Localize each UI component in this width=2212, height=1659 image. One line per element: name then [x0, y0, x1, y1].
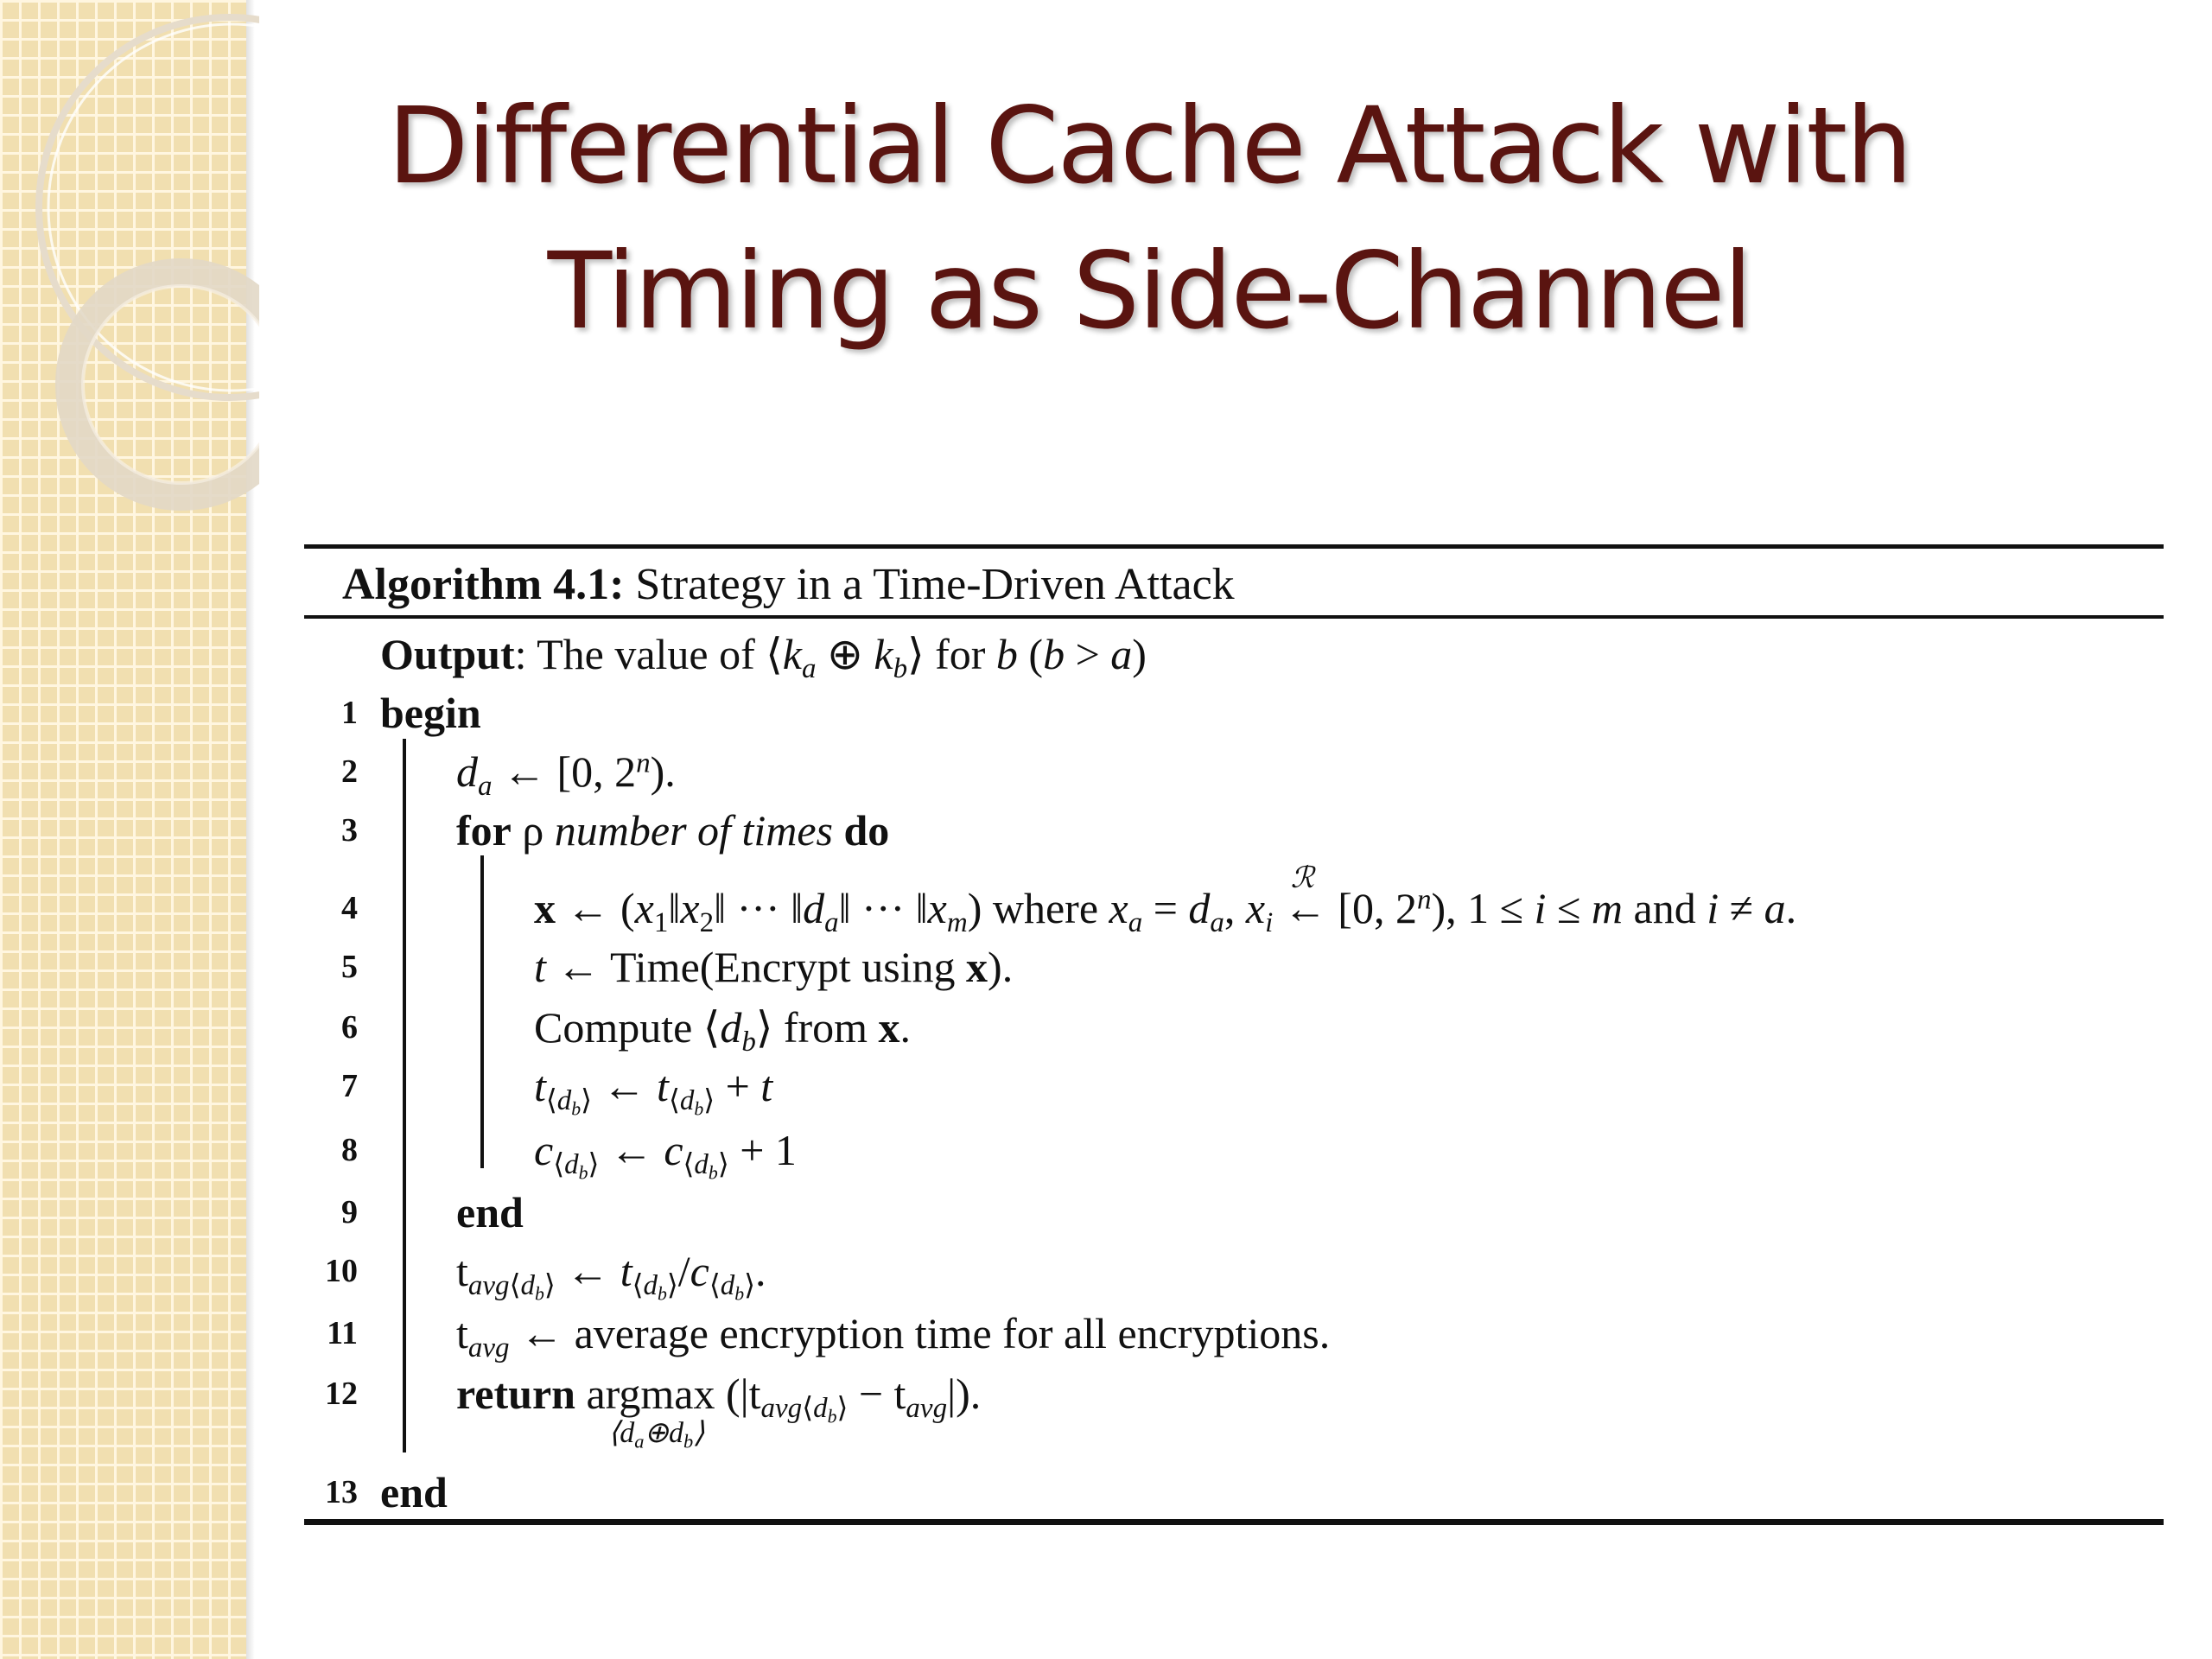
code-line-12: 12 return argmax (|tavg⟨db⟩ − tavg|).: [304, 1363, 2164, 1426]
code-line-10: 10 tavg⟨db⟩ ← t⟨db⟩/c⟨db⟩.: [304, 1241, 2164, 1303]
title-line-2: Timing as Side-Channel: [547, 230, 1753, 353]
output-line: Output: The value of ⟨ka ⊕ kb⟩ for b (b …: [380, 630, 1147, 684]
line-number: 2: [341, 753, 358, 790]
line-number: 13: [325, 1474, 358, 1510]
top-rule: [304, 544, 2164, 549]
line-number: 3: [341, 812, 358, 849]
begin-block-bar: [403, 739, 406, 1452]
line-number: 11: [327, 1315, 358, 1351]
code-line-1: 1 begin: [304, 683, 2164, 743]
argmax-subscript: ⟨da⊕db⟩: [608, 1417, 705, 1452]
code-line-5: 5 t ← Time(Encrypt using x).: [304, 937, 2164, 997]
code-line-9: 9 end: [304, 1182, 2164, 1243]
line-number: 7: [341, 1068, 358, 1104]
algorithm-caption: Strategy in a Time-Driven Attack: [635, 560, 1235, 609]
line-number: 6: [341, 1009, 358, 1046]
for-block-bar: [480, 855, 484, 1168]
header-rule: [304, 615, 2164, 619]
code-line-13: 13 end: [304, 1462, 2164, 1522]
line-number: 9: [341, 1194, 358, 1230]
code-line-6: 6 Compute ⟨db⟩ from x.: [304, 997, 2164, 1058]
bottom-rule: [304, 1519, 2164, 1525]
code-line-8: 8 c⟨db⟩ ← c⟨db⟩ + 1: [304, 1120, 2164, 1182]
code-line-4: 4 x ← (x1‖x2‖ ··· ‖da‖ ··· ‖xm) where xa…: [304, 862, 2164, 938]
title-line-1: Differential Cache Attack with: [387, 85, 1912, 207]
line-number: 4: [341, 890, 358, 926]
line-number: 1: [341, 695, 358, 731]
strip-shadow: [246, 0, 255, 1659]
line-number: 10: [325, 1253, 358, 1289]
algorithm-header: Algorithm 4.1: Strategy in a Time-Driven…: [342, 555, 1235, 615]
output-keyword: Output: [380, 630, 515, 678]
slide-title: Differential Cache Attack with Timing as…: [328, 73, 1970, 364]
line-number: 12: [325, 1376, 358, 1412]
line-number: 5: [341, 949, 358, 985]
code-line-2: 2 da ← [0, 2n).: [304, 741, 2164, 802]
code-line-7: 7 t⟨db⟩ ← t⟨db⟩ + t: [304, 1056, 2164, 1118]
code-line-3: 3 for ρ number of times do: [304, 800, 2164, 861]
line-number: 8: [341, 1132, 358, 1168]
algorithm-label: Algorithm 4.1:: [342, 560, 625, 609]
code-line-11: 11 tavg ← average encryption time for al…: [304, 1303, 2164, 1363]
decorative-rings-graphic: [35, 14, 259, 511]
